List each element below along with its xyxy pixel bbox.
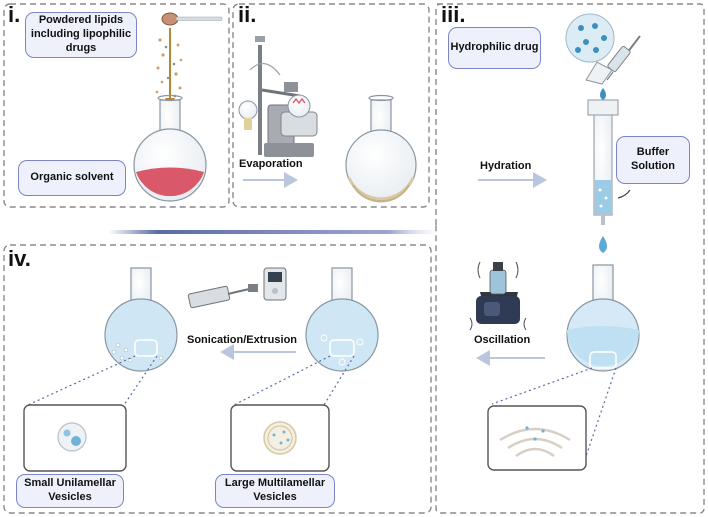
hydration-column-icon	[585, 61, 631, 225]
flask-lmv-icon	[305, 267, 379, 372]
vortex-mixer-icon	[469, 261, 527, 331]
panel-i-border	[3, 3, 230, 208]
falling-powder-icon	[155, 28, 183, 106]
hydration-label: Hydration	[480, 160, 532, 172]
sonication-extrusion-label: Sonication/Extrusion	[187, 334, 298, 346]
small-unilamellar-vesicles-callout: Small Unilamellar Vesicles	[16, 474, 124, 508]
spatula-icon	[161, 12, 223, 26]
flask-lipid-film-icon	[345, 94, 417, 203]
hydrophilic-drug-callout: Hydrophilic drug	[448, 27, 541, 69]
large-multilamellar-vesicles-callout: Large Multilamellar Vesicles	[215, 474, 335, 508]
lipid-bilayer-zoom-inset	[487, 405, 587, 471]
flask-suv-icon	[104, 267, 178, 372]
zoom-line-left	[491, 367, 593, 405]
syringe-icon	[606, 35, 641, 81]
zoom-line-right	[581, 367, 617, 469]
falling-drop-icon	[599, 236, 607, 253]
panel-ii-border	[232, 3, 430, 208]
lmv-zoom-line-left	[233, 355, 331, 406]
panel-iv-border	[3, 244, 432, 514]
organic-solvent-callout: Organic solvent	[18, 160, 126, 196]
buffer-solution-callout: Buffer Solution	[616, 136, 690, 184]
panel-label-i: i.	[8, 2, 21, 27]
panel-label-iv: iv.	[8, 246, 31, 271]
flask-organic-solvent-icon	[133, 94, 207, 202]
suv-zoom-inset	[23, 404, 127, 472]
panel-label-ii: ii.	[238, 2, 257, 27]
flask-hydrated-icon	[566, 264, 640, 372]
panel-label-iii: iii.	[441, 2, 466, 27]
rotary-evaporator-icon	[238, 36, 318, 157]
drop-icon	[600, 88, 606, 100]
sonicator-extruder-icon	[187, 267, 287, 309]
powdered-lipids-callout: Powdered lipids including lipophilic dru…	[25, 12, 137, 58]
lmv-zoom-inset	[230, 404, 330, 472]
evaporation-label: Evaporation	[239, 158, 303, 170]
section-divider	[108, 230, 438, 234]
hydrophilic-drug-droplet-icon	[565, 13, 615, 63]
panel-iii-border	[435, 3, 705, 514]
oscillation-label: Oscillation	[474, 334, 531, 346]
